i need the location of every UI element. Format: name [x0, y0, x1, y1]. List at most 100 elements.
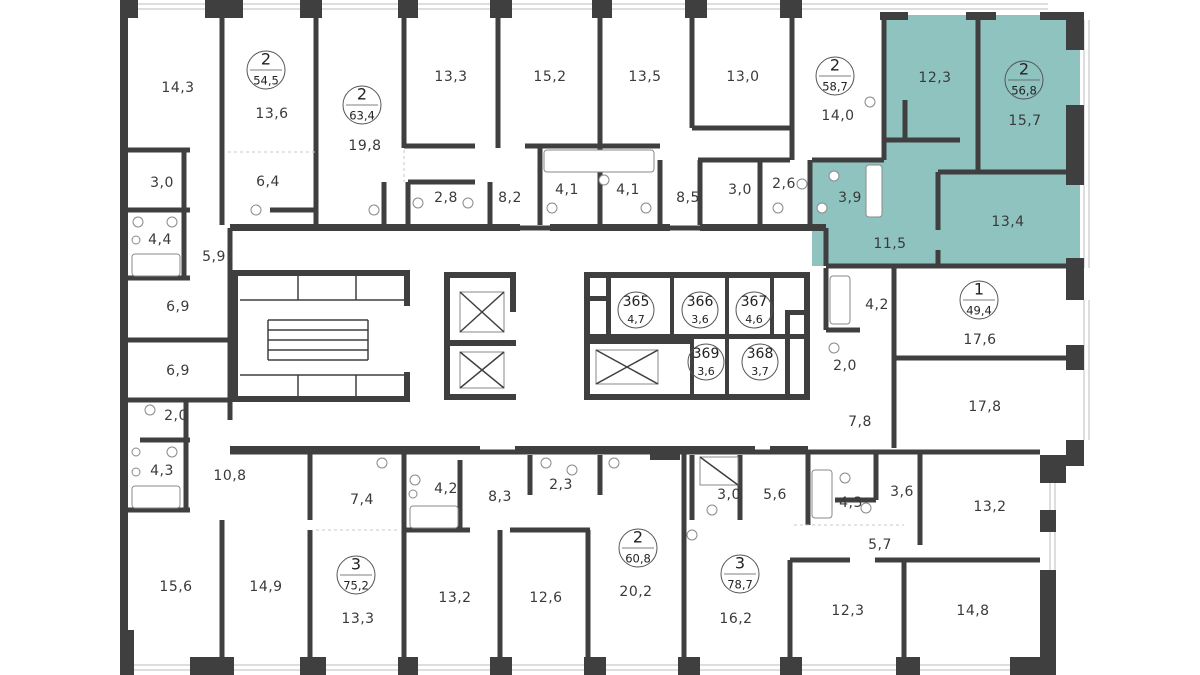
apartment-total-area: 54,5	[253, 74, 279, 88]
storage-cell[interactable]: 365 4,7	[617, 291, 655, 329]
apartment-rooms: 2	[633, 528, 643, 547]
apartment-total-area: 60,8	[625, 552, 651, 566]
apartment-total-area: 58,7	[822, 80, 848, 94]
room-area: 6,9	[166, 363, 190, 379]
room-area: 2,0	[164, 408, 188, 424]
storage-number: 366	[687, 294, 714, 310]
room-area: 6,9	[166, 299, 190, 315]
apartment-badge[interactable]: 2 60,8	[618, 528, 658, 568]
storage-number: 369	[693, 346, 720, 362]
apartment-badge[interactable]: 1 49,4	[959, 280, 999, 320]
room-area: 16,2	[719, 611, 752, 627]
room-area: 14,9	[249, 579, 282, 595]
room-area: 19,8	[348, 138, 381, 154]
room-area: 12,6	[529, 590, 562, 606]
room-area: 4,2	[865, 297, 889, 313]
room-area: 4,3	[839, 495, 863, 511]
storage-area: 3,7	[751, 365, 769, 378]
storage-number: 365	[623, 294, 650, 310]
room-area: 15,2	[533, 69, 566, 85]
room-area: 12,3	[918, 70, 951, 86]
room-area: 3,0	[728, 182, 752, 198]
apartment-badge[interactable]: 2 58,7	[815, 56, 855, 96]
room-area: 14,8	[956, 603, 989, 619]
room-area: 2,8	[434, 190, 458, 206]
storage-cell[interactable]: 369 3,6	[687, 343, 725, 381]
room-area: 13,3	[434, 69, 467, 85]
room-area: 2,6	[772, 176, 796, 192]
apartment-rooms: 3	[735, 554, 745, 573]
storage-area: 3,6	[697, 365, 715, 378]
room-area: 8,5	[676, 190, 700, 206]
apartment-badge-selected[interactable]: 2 56,8	[1004, 60, 1044, 100]
room-area: 5,9	[202, 249, 226, 265]
room-area: 11,5	[873, 236, 906, 252]
room-area: 13,0	[726, 69, 759, 85]
room-area: 7,4	[350, 492, 374, 508]
apartment-total-area: 63,4	[349, 109, 375, 123]
outer-walls	[120, 0, 1084, 675]
room-area: 20,2	[619, 584, 652, 600]
apartment-total-area: 56,8	[1011, 84, 1037, 98]
storage-area: 4,7	[627, 313, 645, 326]
apartment-rooms: 2	[1019, 60, 1029, 79]
room-area: 8,3	[488, 489, 512, 505]
room-area: 3,6	[890, 484, 914, 500]
apartment-badges: 2 54,5 2 63,4 2 58,7 2 56,8 1 49,4	[246, 50, 1044, 595]
room-area: 2,0	[833, 358, 857, 374]
storage-cell[interactable]: 367 4,6	[735, 291, 773, 329]
room-area: 8,2	[498, 190, 522, 206]
room-area-labels: 14,3 13,6 19,8 13,3 15,2 13,5 13,0 14,0 …	[148, 69, 1041, 627]
room-area: 13,3	[341, 611, 374, 627]
apartment-rooms: 1	[974, 280, 984, 299]
zone-lines	[228, 150, 904, 531]
room-area: 13,5	[628, 69, 661, 85]
apartment-total-area: 78,7	[727, 578, 753, 592]
room-area: 4,3	[150, 463, 174, 479]
room-area: 4,4	[148, 232, 172, 248]
stairwell	[230, 270, 410, 402]
room-area: 13,4	[991, 214, 1024, 230]
apartment-rooms: 3	[351, 555, 361, 574]
room-area: 6,4	[256, 174, 280, 190]
elevator-shafts	[444, 272, 694, 400]
room-area: 2,3	[549, 477, 573, 493]
room-area: 3,0	[717, 487, 741, 503]
room-area: 14,3	[161, 80, 194, 96]
room-area: 7,8	[848, 414, 872, 430]
room-area: 17,6	[963, 332, 996, 348]
apartment-total-area: 49,4	[966, 304, 992, 318]
storage-cell[interactable]: 368 3,7	[741, 343, 779, 381]
storage-area: 4,6	[745, 313, 763, 326]
room-area: 12,3	[831, 603, 864, 619]
apartment-badge[interactable]: 2 54,5	[246, 50, 286, 90]
room-area: 3,9	[838, 190, 862, 206]
fixtures	[131, 96, 883, 541]
apartment-badge[interactable]: 3 78,7	[720, 554, 760, 594]
room-area: 5,6	[763, 487, 787, 503]
apartment-rooms: 2	[830, 56, 840, 75]
room-area: 13,2	[438, 590, 471, 606]
corridor-walls	[230, 224, 826, 460]
room-area: 4,2	[434, 481, 458, 497]
room-area: 4,1	[555, 182, 579, 198]
storage-block	[584, 272, 810, 400]
room-area: 5,7	[868, 537, 892, 553]
room-area: 10,8	[213, 468, 246, 484]
room-area: 17,8	[968, 399, 1001, 415]
storage-area: 3,6	[691, 313, 709, 326]
room-area: 4,1	[616, 182, 640, 198]
apartment-badge[interactable]: 2 63,4	[342, 85, 382, 125]
apartment-rooms: 2	[357, 85, 367, 104]
room-area: 14,0	[821, 108, 854, 124]
storage-number: 368	[747, 346, 774, 362]
storage-cell[interactable]: 366 3,6	[681, 291, 719, 329]
room-area: 13,6	[255, 106, 288, 122]
apartment-rooms: 2	[261, 50, 271, 69]
apartment-total-area: 75,2	[343, 579, 369, 593]
apartment-badge[interactable]: 3 75,2	[336, 555, 376, 595]
room-area: 15,7	[1008, 113, 1041, 129]
room-area: 3,0	[150, 175, 174, 191]
room-area: 13,2	[973, 499, 1006, 515]
